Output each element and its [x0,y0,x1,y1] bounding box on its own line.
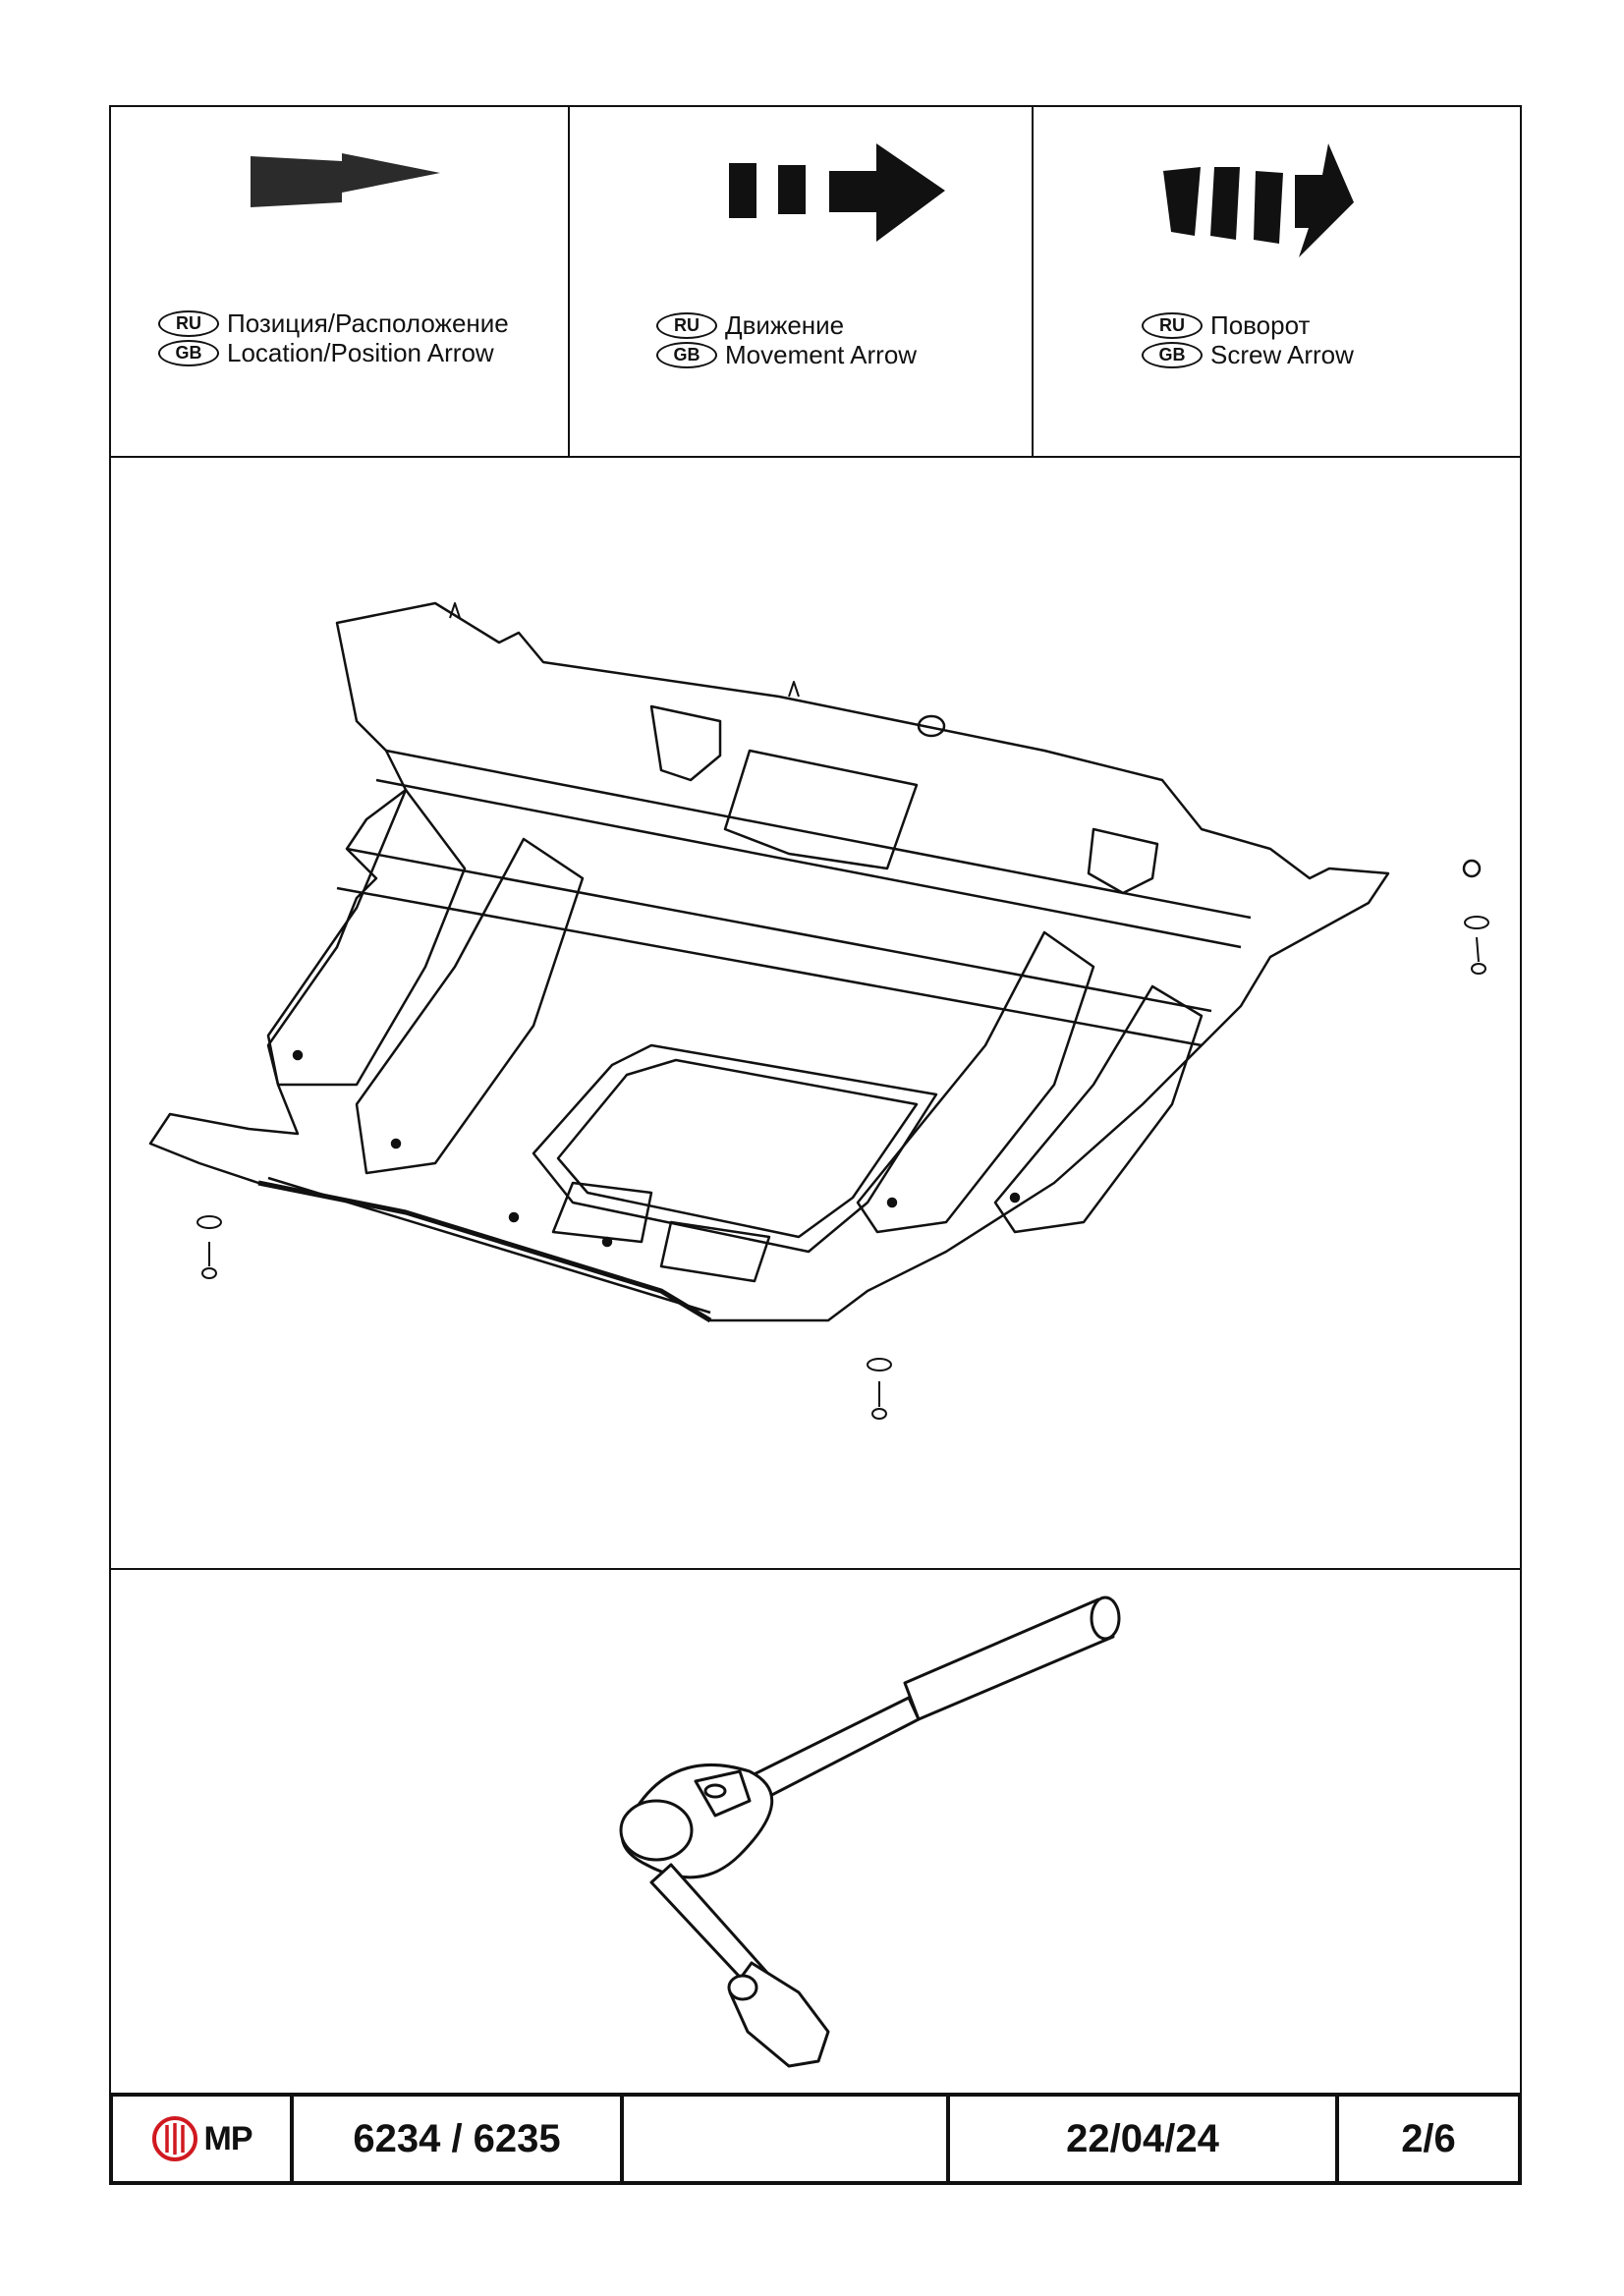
movement-arrow-icon [729,143,945,242]
legend-ru-text: Поворот [1210,310,1311,340]
page-frame: RU Позиция/Расположение GB Location/Positi… [109,105,1522,2185]
arrow-legend: RU Позиция/Расположение GB Location/Positi… [111,107,1520,458]
location-arrow-icon [251,153,440,207]
part-number: 6234 / 6235 [294,2097,624,2181]
logo-text: MP [203,2119,253,2157]
company-logo-icon [151,2116,197,2161]
skid-plate-diagram [111,456,1520,1570]
title-block: MP 6234 / 6235 22/04/24 2/6 [109,2093,1522,2185]
page-number: 2/6 [1401,2116,1456,2160]
ru-badge: RU [158,309,219,337]
legend-movement-cell: RU Движение GB Movement Arrow [568,107,1032,456]
skid-plate-illustration [148,601,1489,1420]
legend-ru-text: Движение [725,310,845,340]
gb-badge: GB [656,341,717,368]
ru-badge: RU [656,311,717,339]
legend-location-cell: RU Позиция/Расположение GB Location/Positi… [111,107,568,456]
gb-badge: GB [1142,341,1203,368]
legend-gb-text: Location/Position Arrow [227,338,494,367]
legend-gb-text: Screw Arrow [1210,340,1354,369]
legend-gb-text: Movement Arrow [725,340,918,369]
blank-cell [624,2097,950,2181]
gb-badge: GB [158,339,219,366]
ru-badge: RU [1142,311,1203,339]
document-date: 22/04/24 [950,2097,1339,2181]
screw-arrow-icon [1163,143,1354,257]
ratchet-wrench-illustration [111,1570,1520,2099]
legend-ru-text: Позиция/Расположение [227,308,509,338]
logo-cell: MP [113,2097,294,2181]
ratchet-wrench-icon [619,1596,1121,2068]
